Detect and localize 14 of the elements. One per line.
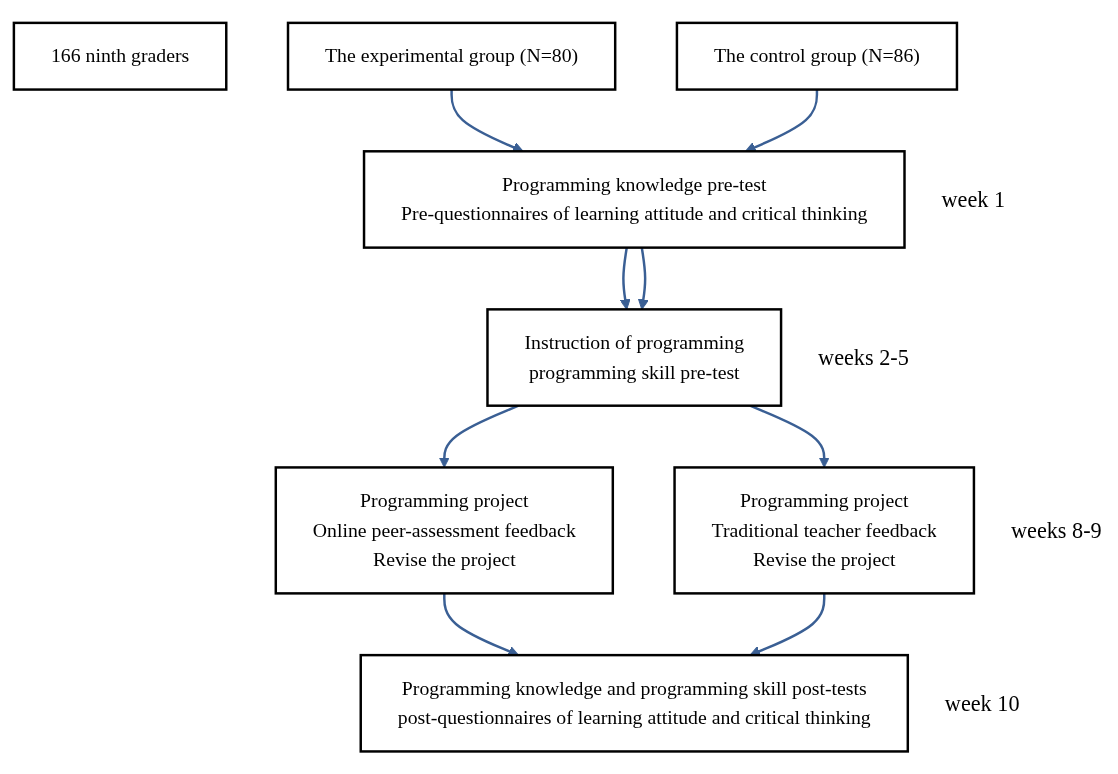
- node-box: Programming project Traditional teacher feedback Revise the project: [673, 466, 976, 595]
- node-box: Programming knowledge pre-test Pre-questionnaires of learning attitude and critical thinking: [362, 149, 906, 249]
- node-box: The control group (N=86): [675, 21, 959, 91]
- node-box: Programming project Online peer-assessment feedback Revise the project: [274, 466, 615, 595]
- week-label: week 1: [941, 186, 1006, 212]
- arrow: [637, 247, 649, 310]
- week-label: weeks 8-9: [1011, 517, 1102, 543]
- node-box: Programming knowledge and programming skill post-tests post-questionnaires of learning attitude and critical thinking: [359, 653, 910, 753]
- arrow: [619, 247, 631, 310]
- week-label: weeks 2-5: [818, 344, 909, 370]
- node-box: Instruction of programming programming skill pre-test: [486, 307, 783, 407]
- node-box: The experimental group (N=80): [286, 21, 617, 91]
- week-label: week 10: [944, 690, 1020, 716]
- node-box: 166 ninth graders: [12, 21, 228, 91]
